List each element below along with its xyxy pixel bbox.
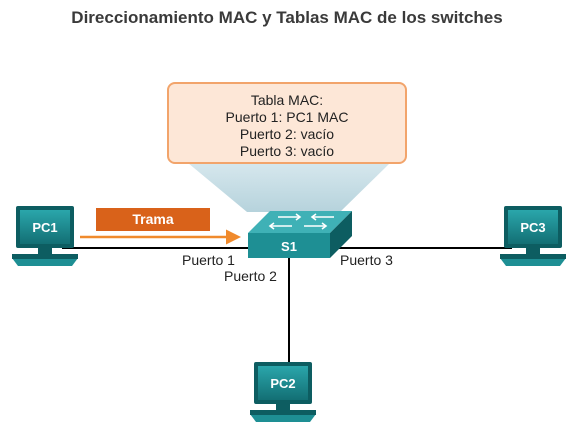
pc1-label: PC1 bbox=[32, 220, 57, 235]
pc3[interactable]: PC3 bbox=[500, 206, 566, 266]
mac-table-row: Puerto 3: vacío bbox=[239, 143, 335, 159]
switch-label: S1 bbox=[281, 239, 297, 254]
mac-table-box: Tabla MAC: Puerto 1: PC1 MAC Puerto 2: v… bbox=[167, 82, 407, 164]
switch-s1[interactable]: S1 bbox=[248, 211, 352, 258]
mac-table-beam bbox=[188, 163, 390, 212]
mac-table-heading: Tabla MAC: bbox=[250, 92, 324, 108]
port-3-label: Puerto 3 bbox=[340, 252, 393, 268]
pc1[interactable]: PC1 bbox=[12, 206, 78, 266]
frame-box bbox=[96, 208, 210, 231]
computer-icon bbox=[250, 362, 316, 422]
computer-icon bbox=[12, 206, 78, 266]
pc2[interactable]: PC2 bbox=[250, 362, 316, 422]
computer-icon bbox=[500, 206, 566, 266]
frame-label: Trama bbox=[132, 211, 173, 227]
mac-table-row: Puerto 1: PC1 MAC bbox=[225, 109, 349, 125]
pc3-label: PC3 bbox=[520, 220, 545, 235]
diagram-title: Direccionamiento MAC y Tablas MAC de los… bbox=[71, 8, 503, 27]
mac-table-row: Puerto 2: vacío bbox=[239, 126, 335, 142]
port-2-label: Puerto 2 bbox=[224, 268, 277, 284]
port-1-label: Puerto 1 bbox=[182, 252, 235, 268]
pc2-label: PC2 bbox=[270, 376, 295, 391]
